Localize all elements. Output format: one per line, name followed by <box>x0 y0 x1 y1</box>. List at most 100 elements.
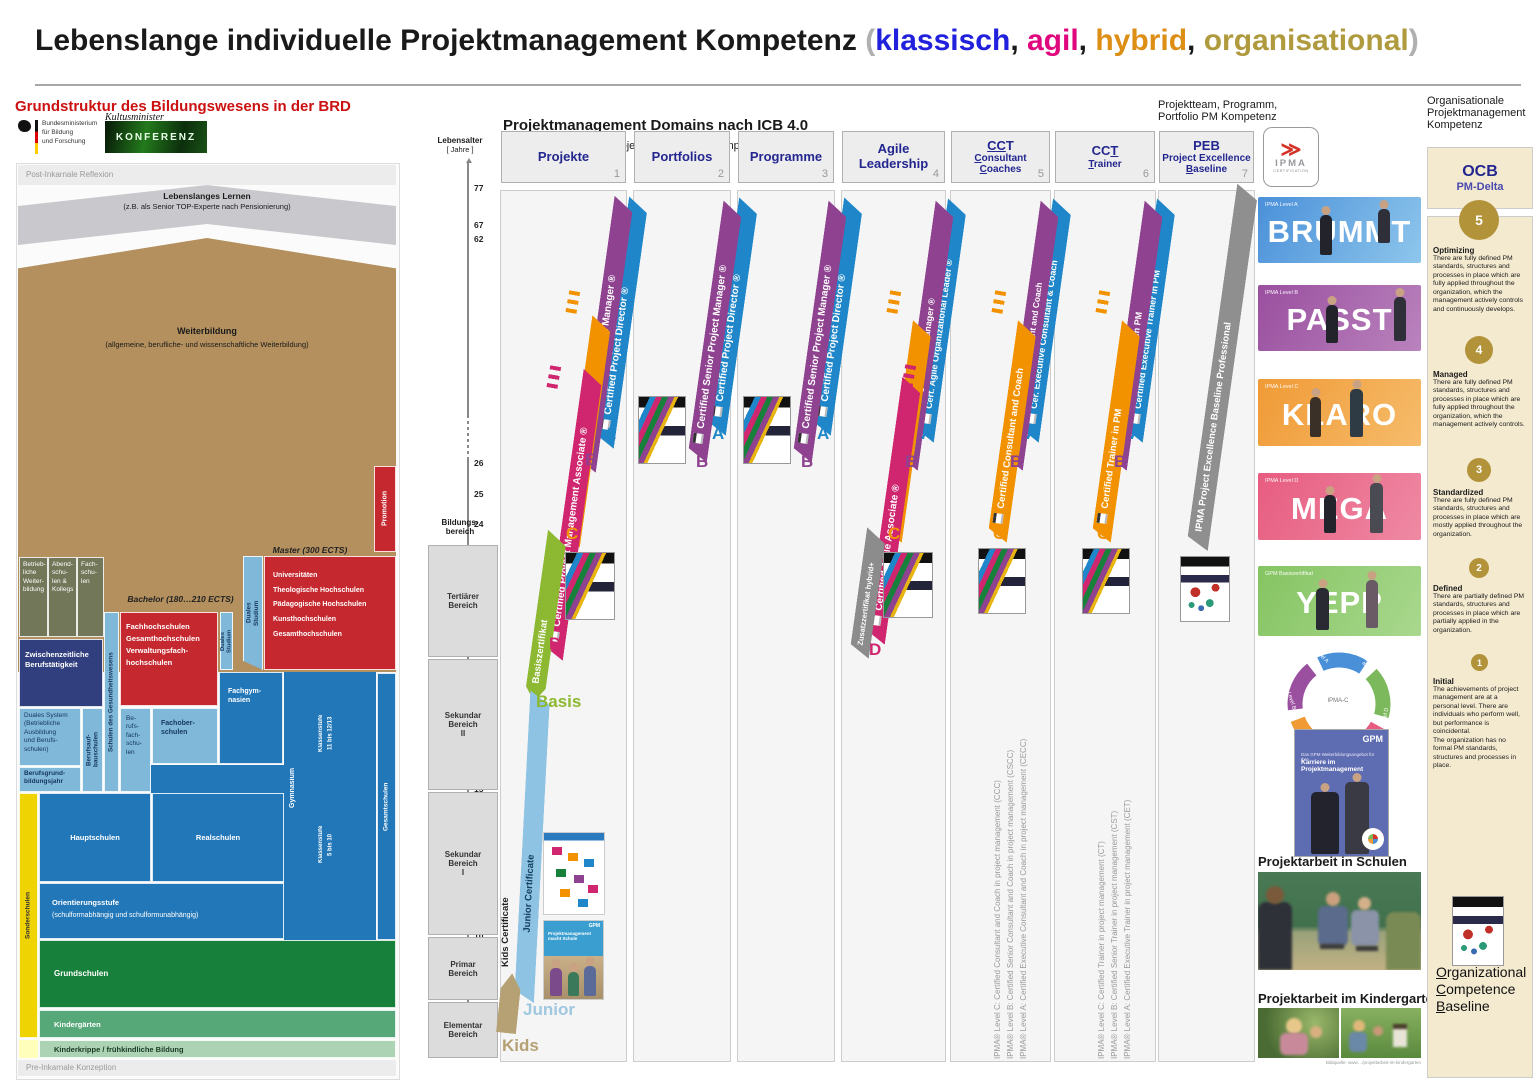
axis-title: Lebensalter [ Jahre ] <box>425 136 495 154</box>
header-peb-title: PEB <box>1193 137 1220 153</box>
banner-level-label: IPMA Level C <box>1265 384 1299 390</box>
age-tick: 10 <box>474 931 484 941</box>
banner-mega: IPMA Level D MEGA <box>1258 473 1421 540</box>
cycle-arc-level-b <box>1287 652 1391 756</box>
schulen-photo <box>1258 872 1421 970</box>
cartoon-person <box>550 968 562 997</box>
edu-orientierung-label: Orientierungsstufe <box>52 898 120 907</box>
pupil-silhouette <box>1351 910 1379 946</box>
header-consultant-label: Consultant <box>974 153 1027 165</box>
header-coaches-label: Coaches <box>979 164 1022 176</box>
header-cct-consultant: CCT Consultant Coaches 5 <box>951 131 1050 183</box>
gpm-logo: GPM <box>1362 734 1383 744</box>
ocb-text-initial: The achievements of project management a… <box>1433 686 1520 770</box>
header-cct-trainer-title: CCT <box>1092 143 1119 159</box>
child-silhouette <box>1349 1032 1367 1052</box>
edu-gymnasium-label: Gymnasium <box>289 767 296 808</box>
header-agile-label: Agile Leadership <box>858 141 929 171</box>
edu-zwischenzeitliche: Zwischenzeitliche Berufstätigkeit <box>19 639 103 707</box>
title-divider <box>35 84 1521 86</box>
age-tick: 25 <box>474 489 484 499</box>
header-programme-label: Programme <box>749 148 823 164</box>
level-letter-a: A <box>604 424 617 443</box>
header-baseline-label: Baseline <box>1185 164 1228 176</box>
header-number: 4 <box>932 167 939 180</box>
level-letter-b: B <box>585 450 598 469</box>
ocb-footer-line: Organizational <box>1436 964 1527 980</box>
bereich-elementar: Elementar Bereich <box>428 1002 498 1058</box>
bereich-sekundar-2: Sekundar Bereich II <box>428 659 498 790</box>
edu-weiterbildung-label: Weiterbildung <box>177 326 237 336</box>
bmbf-logo-text: Bundesministerium für Bildung und Forsch… <box>42 120 98 145</box>
level-letter-d: D <box>549 634 562 653</box>
legend-line-ct: IPMA® Level C: Certified Trainer in proj… <box>1097 841 1106 1059</box>
brochure-photo-area <box>544 956 603 999</box>
person-photo <box>1316 588 1329 630</box>
birdhouse <box>1393 1024 1407 1047</box>
ipma-badge-sub: CERTIFICATION <box>1273 168 1309 173</box>
edu-kindergaerten: Kindergärten <box>39 1010 396 1038</box>
bereich-sekundar-1: Sekundar Bereich I <box>428 792 498 935</box>
person-photo <box>1310 397 1321 437</box>
banner-word: YEPP <box>1296 585 1383 621</box>
banner-level-label: IPMA Level B <box>1265 290 1299 296</box>
ocb-text-managed: There are fully defined PM standards, st… <box>1433 379 1525 429</box>
pupil-silhouette <box>1258 902 1292 970</box>
certificate-chip-icon <box>1096 513 1107 524</box>
legend-line-cecc: IPMA® Level A: Certified Executive Consu… <box>1019 738 1028 1059</box>
edu-gesamtschulen-label: Gesamtschulen <box>382 782 390 831</box>
person-photo <box>1326 305 1338 343</box>
kindergarten-photo-1 <box>1258 1008 1339 1058</box>
level-letter-b: B <box>905 452 918 471</box>
person-photo <box>1378 209 1390 243</box>
edu-kinderkrippe: Kinderkrippe / frühkindliche Bildung <box>39 1040 396 1058</box>
edu-duales-system: Duales System (Betriebliche Ausbildung u… <box>19 708 81 766</box>
level-letter-a: A <box>817 424 830 443</box>
tablet <box>1356 946 1378 951</box>
edu-universitaeten: Universitäten Theologische Hochschulen P… <box>264 556 396 670</box>
edu-lll-label: Lebenslanges Lernen <box>163 191 251 201</box>
child-silhouette <box>1280 1033 1308 1055</box>
edu-berufsaufbau-label: Berufsauf- bauschulen <box>85 732 100 768</box>
certificate-card <box>743 396 791 464</box>
axis-title-text: Lebensalter <box>437 136 483 145</box>
ocb-name-defined: Defined <box>1433 584 1463 593</box>
gpm-career-brochure: GPM Das GPM Weiterbildungsangebot für Ih… <box>1294 729 1389 857</box>
header-project-label: Project <box>1162 153 1197 165</box>
edu-hauptschulen: Hauptschulen <box>39 793 151 882</box>
banner-word: BRUMMT <box>1267 214 1412 250</box>
edu-master-label: Master (300 ECTS) <box>272 545 348 555</box>
ocb-text-defined: There are partially defined PM standards… <box>1433 593 1525 634</box>
ocb-box-title: OCB <box>1462 163 1498 180</box>
tablet <box>1320 944 1344 949</box>
pupil-head <box>1358 897 1371 910</box>
edu-duales-studium-label: Duales Studium <box>220 629 233 653</box>
banner-brummt: IPMA Level A BRUMMT <box>1258 197 1421 263</box>
edu-fachschulen: Fach- schu- len <box>77 557 104 637</box>
edu-grundschulen: Grundschulen <box>39 940 396 1008</box>
child-head <box>1353 1020 1365 1032</box>
edu-klassenstufe-11: Klassenstufe 11 bis 12/13 <box>318 714 334 753</box>
ocb-box: OCB PM-Delta <box>1427 147 1533 209</box>
edu-pre-label: Pre-Inkarnale Konzeption <box>26 1063 117 1072</box>
header-excellence-label: Excellence <box>1198 153 1251 165</box>
brochure-intro: Das GPM Weiterbildungsangebot für Ihre <box>1301 752 1375 762</box>
certificate-chip-icon <box>992 513 1003 524</box>
edu-gesundheit-label: Schulen des Gesundheitswesens <box>107 652 115 752</box>
certificate-card <box>883 552 933 618</box>
panel-peb <box>1158 190 1255 1062</box>
person-photo <box>1324 495 1336 533</box>
edu-lll-sub: (z.B. als Senior TOP-Experte nach Pensio… <box>123 202 291 211</box>
level-letter-b: B <box>1010 452 1023 471</box>
banner-level-label: IPMA Level A <box>1265 202 1298 208</box>
level-letter-c: C <box>1097 524 1110 543</box>
header-trainer-label: Trainer <box>1088 158 1122 170</box>
edu-abendschulen: Abend- schu- len & Kollegs <box>48 557 77 637</box>
bildungsbereich-label: Bildungs- bereich <box>441 518 479 536</box>
ocb-name-managed: Managed <box>1433 370 1468 379</box>
header-cct-title-rest: T <box>1005 137 1014 153</box>
header-cct-title: CCT <box>987 137 1014 154</box>
child-head <box>1286 1018 1302 1034</box>
